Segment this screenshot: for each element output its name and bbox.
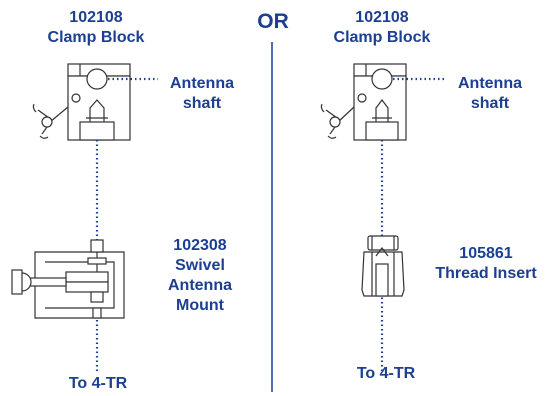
thread-insert-name: Thread Insert [435,265,537,282]
thread-insert-part-number: 105861 [459,245,513,262]
left-clamp-block-name: Clamp Block [47,29,145,46]
left-antenna-shaft-label: Antenna shaft [160,74,244,114]
right-destination-label: To 4-TR [356,365,416,382]
or-label: OR [257,10,289,33]
left-antenna-shaft-line2: shaft [182,95,222,112]
right-antenna-shaft-label: Antenna shaft [448,74,532,114]
thread-insert-label: 105861 Thread Insert [426,244,546,284]
right-antenna-shaft-line2: shaft [470,95,510,112]
left-destination-label: To 4-TR [68,375,128,392]
right-thread-insert-drawing [361,235,405,297]
left-clamp-block-part-number: 102108 [69,9,123,26]
right-antenna-shaft-line1: Antenna [458,75,522,92]
right-clamp-block-label: 102108 Clamp Block [322,8,442,48]
left-swivel-mount-drawing [11,239,125,319]
swivel-mount-label: 102308 Swivel Antenna Mount [148,236,252,316]
swivel-mount-line1: Swivel [175,257,225,274]
right-clamp-block-drawing [320,63,407,141]
left-antenna-shaft-line1: Antenna [170,75,234,92]
left-clamp-block-label: 102108 Clamp Block [38,8,154,48]
swivel-mount-line2: Antenna [168,277,232,294]
left-clamp-block-drawing [32,63,131,141]
swivel-mount-part-number: 102308 [173,237,227,254]
swivel-mount-line3: Mount [176,297,224,314]
right-clamp-block-name: Clamp Block [333,29,431,46]
right-clamp-block-part-number: 102108 [355,9,409,26]
